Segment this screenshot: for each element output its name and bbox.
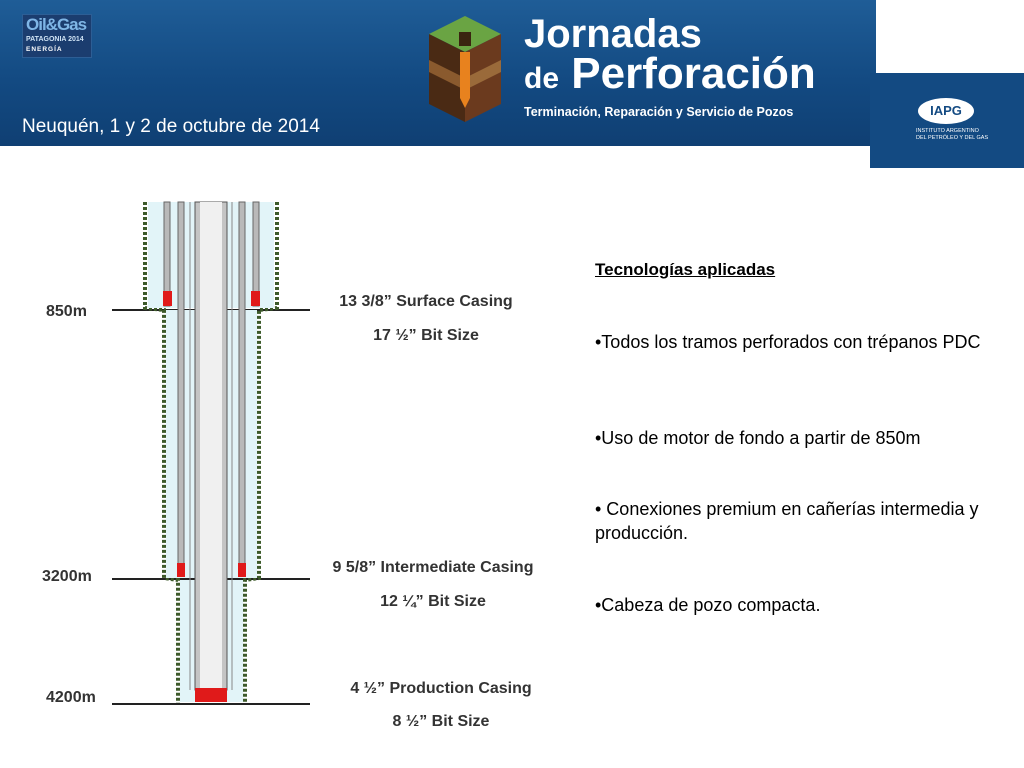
bullet-motor: •Uso de motor de fondo a partir de 850m (595, 428, 921, 448)
oilgas-logo-line2: PATAGONIA 2014 (26, 36, 84, 43)
iapg-line1: INSTITUTO ARGENTINO (916, 128, 979, 134)
intermediate-casing-label: 9 5/8” Intermediate Casing (332, 559, 534, 576)
intermediate-bit-label: 12 ¼” Bit Size (380, 593, 486, 610)
surface-casing-shoe-left (163, 291, 172, 306)
oilgas-logo-name: Oil&Gas (26, 15, 87, 34)
depth-label-4200m: 4200m (46, 689, 96, 706)
surface-casing-left (163, 201, 171, 307)
iapg-logo: IAPG INSTITUTO ARGENTINO DEL PETRÓLEO Y … (912, 98, 1012, 148)
event-title-line1: Jornadas (524, 12, 702, 56)
event-title-line2: de Perforación (524, 52, 816, 96)
surface-casing-right (252, 201, 260, 307)
intermediate-casing-right (238, 201, 246, 577)
oilgas-logo-line3: ENERGÍA (26, 46, 63, 53)
event-title-prefix: de (524, 62, 560, 95)
event-place-date: Neuquén, 1 y 2 de octubre de 2014 (22, 116, 320, 137)
production-casing-shoe (195, 688, 227, 702)
surface-bit-label: 17 ½” Bit Size (373, 327, 479, 344)
header-banner: Oil&Gas PATAGONIA 2014 ENERGÍA Neuquén, … (0, 0, 880, 146)
event-title-main: Perforación (571, 49, 816, 98)
oilgas-logo: Oil&Gas PATAGONIA 2014 ENERGÍA (22, 14, 92, 58)
depth-label-850m: 850m (46, 303, 87, 320)
depth-label-3200m: 3200m (42, 568, 92, 585)
intermediate-casing-shoe-right (238, 563, 246, 577)
drilling-cube-logo-icon (429, 16, 501, 122)
bullet-wellhead: •Cabeza de pozo compacta. (595, 595, 821, 615)
iapg-logo-text: INSTITUTO ARGENTINO DEL PETRÓLEO Y DEL G… (916, 128, 988, 142)
intermediate-casing-shoe-left (177, 563, 185, 577)
surface-casing-shoe-right (251, 291, 260, 306)
header-notch (876, 0, 1024, 73)
surface-casing-label: 13 3/8” Surface Casing (339, 293, 513, 310)
production-casing-bore (200, 202, 222, 690)
intermediate-casing-left (177, 201, 185, 577)
iapg-line2: DEL PETRÓLEO Y DEL GAS (916, 135, 989, 141)
production-bit-label: 8 ½” Bit Size (392, 713, 490, 730)
production-casing-label: 4 ½” Production Casing (350, 680, 532, 697)
bullet-connections: • Conexiones premium en cañerías interme… (595, 499, 979, 543)
iapg-logo-mark: IAPG (918, 98, 974, 124)
panel-title: Tecnologías aplicadas (595, 260, 776, 279)
event-subtitle: Terminación, Reparación y Servicio de Po… (524, 105, 794, 119)
borehole-wall (143, 202, 279, 703)
bullet-pdc: •Todos los tramos perforados con trépano… (595, 332, 981, 352)
